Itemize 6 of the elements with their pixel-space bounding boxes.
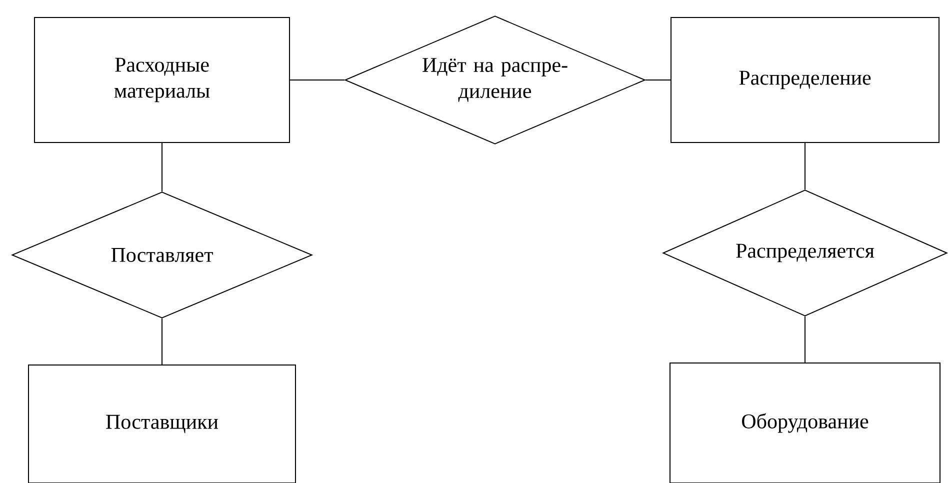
connector-line xyxy=(804,142,806,190)
entity-box: Оборудование xyxy=(670,362,940,483)
entity-box: Поставщики xyxy=(28,364,296,483)
entity-box: Расходные материалы xyxy=(34,17,290,143)
connector-line xyxy=(804,316,806,363)
entity-box: Распределение xyxy=(670,17,940,143)
